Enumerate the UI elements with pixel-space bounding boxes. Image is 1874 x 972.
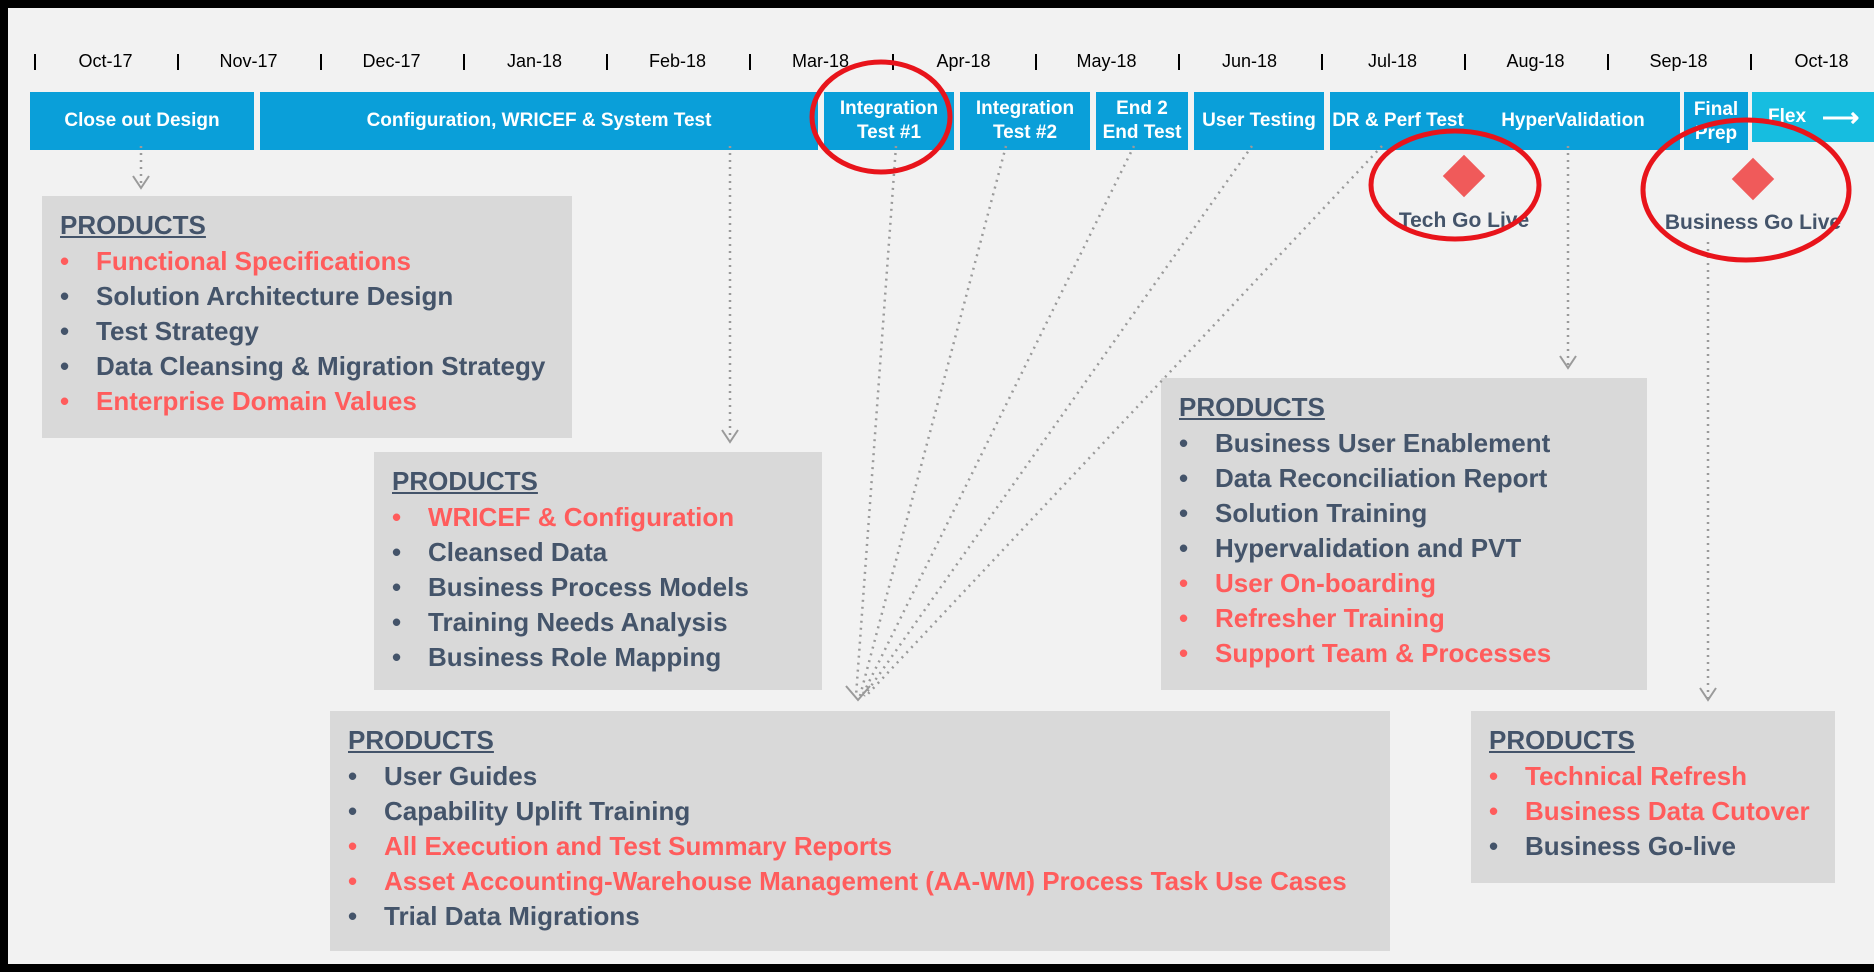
products-box-design: PRODUCTS Functional SpecificationsSoluti…: [42, 196, 572, 438]
month-label: Aug-18: [1506, 51, 1565, 71]
product-item: User Guides: [348, 759, 1390, 794]
products-box-configuration: PRODUCTS WRICEF & ConfigurationCleansed …: [374, 452, 822, 690]
tech-go-live-diamond-icon: [1442, 154, 1486, 198]
product-item: Solution Training: [1179, 496, 1647, 531]
month-label: Dec-17: [362, 51, 421, 71]
product-item: Capability Uplift Training: [348, 794, 1390, 829]
timeline-tick: [1178, 54, 1180, 70]
timeline-tick: [606, 54, 608, 70]
timeline-tick: [1464, 54, 1466, 70]
month-label: Jul-18: [1367, 51, 1418, 71]
product-item: User On-boarding: [1179, 566, 1647, 601]
product-item: Business Process Models: [392, 570, 822, 605]
products-heading: PRODUCTS: [392, 466, 538, 496]
product-item: Refresher Training: [1179, 601, 1647, 636]
products-list: Technical RefreshBusiness Data CutoverBu…: [1489, 759, 1835, 864]
product-item: Data Cleansing & Migration Strategy: [60, 349, 572, 384]
product-item: Business Data Cutover: [1489, 794, 1835, 829]
product-item: Support Team & Processes: [1179, 636, 1647, 671]
phase-label: Final Prep: [1693, 99, 1739, 144]
phase-label: DR & Perf Test: [1332, 110, 1464, 131]
phase-label: HyperValidation: [1501, 110, 1645, 131]
product-item: Test Strategy: [60, 314, 572, 349]
product-item: Cleansed Data: [392, 535, 822, 570]
timeline-tick: [463, 54, 465, 70]
products-heading: PRODUCTS: [1179, 392, 1325, 422]
product-item: Enterprise Domain Values: [60, 384, 572, 419]
month-label: Nov-17: [219, 51, 278, 71]
phase-integration-test-2: Integration Test #2: [960, 92, 1090, 150]
phase-label: Close out Design: [64, 110, 220, 131]
phase-label: Integration Test #2: [975, 98, 1075, 143]
timeline-tick: [1035, 54, 1037, 70]
phase-label: Flex: [1768, 106, 1807, 127]
timeline-tick: [320, 54, 322, 70]
month-label: Jan-18: [506, 51, 563, 71]
products-heading: PRODUCTS: [60, 210, 206, 240]
product-item: All Execution and Test Summary Reports: [348, 829, 1390, 864]
month-label: Jun-18: [1221, 51, 1278, 71]
timeline-tick: [749, 54, 751, 70]
phase-configuration: Configuration, WRICEF & System Test: [260, 92, 818, 150]
business-go-live-diamond-icon: [1731, 157, 1775, 201]
phase-integration-test-1: Integration Test #1: [824, 92, 954, 150]
phase-end2end-test: End 2 End Test: [1096, 92, 1188, 150]
timeline-tick: [177, 54, 179, 70]
timeline-tick: [1607, 54, 1609, 70]
product-item: Training Needs Analysis: [392, 605, 822, 640]
products-list: WRICEF & ConfigurationCleansed DataBusin…: [392, 500, 822, 675]
products-box-golive: PRODUCTS Technical RefreshBusiness Data …: [1471, 711, 1835, 883]
milestone-business-go-live: Business Go Live: [1664, 211, 1842, 234]
product-item: WRICEF & Configuration: [392, 500, 822, 535]
month-label: Sep-18: [1649, 51, 1708, 71]
phase-final-prep: Final Prep: [1684, 92, 1748, 150]
products-box-testing: PRODUCTS User GuidesCapability Uplift Tr…: [330, 711, 1390, 951]
month-label: Mar-18: [791, 51, 849, 71]
product-item: Functional Specifications: [60, 244, 572, 279]
phase-flex: Flex ⟶: [1752, 92, 1874, 142]
product-item: Data Reconciliation Report: [1179, 461, 1647, 496]
product-item: Trial Data Migrations: [348, 899, 1390, 934]
month-label: May-18: [1076, 51, 1137, 71]
product-item: Asset Accounting-Warehouse Management (A…: [348, 864, 1390, 899]
month-label: Oct-18: [1794, 51, 1849, 71]
phase-close-out-design: Close out Design: [30, 92, 254, 150]
product-item: Solution Architecture Design: [60, 279, 572, 314]
timeline-tick: [1750, 54, 1752, 70]
products-heading: PRODUCTS: [348, 725, 494, 755]
phase-dr-perf-test: DR & Perf Test: [1330, 92, 1466, 150]
product-item: Business Role Mapping: [392, 640, 822, 675]
timeline-tick: [1321, 54, 1323, 70]
product-item: Technical Refresh: [1489, 759, 1835, 794]
products-list: User GuidesCapability Uplift TrainingAll…: [348, 759, 1390, 934]
phase-label: Integration Test #1: [839, 98, 939, 143]
arrow-right-icon: ⟶: [1822, 102, 1860, 132]
milestone-tech-go-live: Tech Go Live: [1398, 209, 1530, 232]
products-box-hypervalidation: PRODUCTS Business User EnablementData Re…: [1161, 378, 1647, 690]
timeline-tick: [34, 54, 36, 70]
products-list: Functional SpecificationsSolution Archit…: [60, 244, 572, 419]
products-heading: PRODUCTS: [1489, 725, 1635, 755]
phase-user-testing: User Testing: [1194, 92, 1324, 150]
phase-label: Configuration, WRICEF & System Test: [366, 110, 712, 131]
product-item: Business User Enablement: [1179, 426, 1647, 461]
product-item: Business Go-live: [1489, 829, 1835, 864]
phase-label: End 2 End Test: [1102, 98, 1182, 143]
timeline-months: Oct-17 Nov-17 Dec-17 Jan-18 Feb-18 Mar-18 Apr-…: [34, 50, 1874, 72]
phase-hypervalidation: HyperValidation: [1466, 92, 1680, 150]
month-label: Apr-18: [936, 51, 991, 71]
products-list: Business User EnablementData Reconciliat…: [1179, 426, 1647, 671]
month-label: Oct-17: [78, 51, 133, 71]
product-item: Hypervalidation and PVT: [1179, 531, 1647, 566]
phase-label: User Testing: [1202, 110, 1316, 131]
month-label: Feb-18: [648, 51, 707, 71]
